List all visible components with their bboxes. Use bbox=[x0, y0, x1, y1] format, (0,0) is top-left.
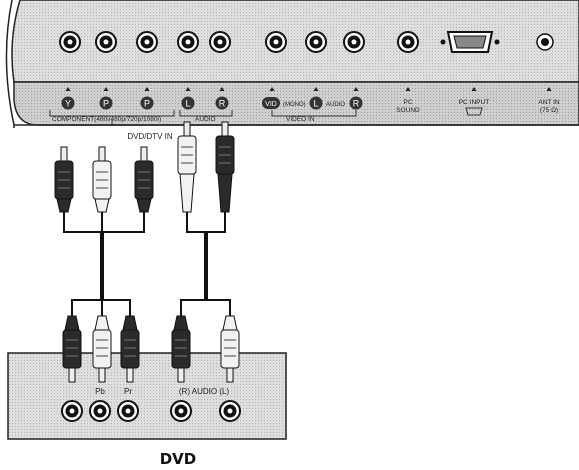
video-audio-label: AUDIO bbox=[326, 102, 345, 108]
plug-pr-bottom bbox=[120, 315, 140, 383]
plug-pb-bottom bbox=[92, 315, 112, 383]
jack-audio-r[interactable] bbox=[209, 31, 231, 53]
badge-y: Y bbox=[65, 99, 71, 109]
tv-back-panel bbox=[5, 0, 579, 128]
dvd-jack-audio-l[interactable] bbox=[219, 400, 241, 422]
jack-y[interactable] bbox=[59, 31, 81, 53]
badge-video-l: L bbox=[313, 99, 318, 109]
plug-pb-top bbox=[92, 146, 112, 213]
dvd-ports: Pb Pr (R) AUDIO (L) bbox=[61, 387, 241, 422]
jack-video-audio-l[interactable] bbox=[305, 31, 327, 53]
pc-sound-label-2: SOUND bbox=[396, 107, 420, 114]
badge-audio-r: R bbox=[219, 99, 226, 109]
pc-input-label: PC INPUT bbox=[459, 99, 489, 106]
mono-label: (MONO) bbox=[283, 102, 306, 108]
component-label: COMPONENT(480i/480p/720p/1080i) bbox=[52, 116, 161, 123]
plug-pr-top bbox=[134, 146, 154, 213]
dvd-audio-label: (R) AUDIO (L) bbox=[179, 387, 230, 396]
lower-plugs bbox=[62, 315, 240, 383]
dvd-jack-y[interactable] bbox=[61, 400, 83, 422]
dvd-pb-label: Pb bbox=[95, 387, 105, 396]
plug-audio-r-top bbox=[215, 121, 235, 213]
jack-pr[interactable] bbox=[136, 31, 158, 53]
pc-input-port[interactable] bbox=[440, 31, 500, 53]
jack-video[interactable] bbox=[265, 31, 287, 53]
port-badges: Y P P L R VID (MONO) L AUDIO R bbox=[61, 96, 363, 110]
dvd-jack-pr[interactable] bbox=[117, 400, 139, 422]
plug-audio-r-bottom bbox=[171, 315, 191, 383]
ant-in-label-2: (75 Ω) bbox=[540, 107, 558, 114]
dvd-pr-label: Pr bbox=[124, 387, 132, 396]
tv-jack-row bbox=[59, 31, 554, 53]
jack-pc-sound[interactable] bbox=[397, 31, 419, 53]
dvd-back-panel bbox=[7, 352, 287, 440]
jack-audio-l[interactable] bbox=[177, 31, 199, 53]
device-label: DVD bbox=[160, 450, 197, 468]
jack-pb[interactable] bbox=[95, 31, 117, 53]
badge-audio-l: L bbox=[185, 99, 190, 109]
plug-audio-l-bottom bbox=[220, 315, 240, 383]
component-cable bbox=[63, 210, 145, 318]
badge-video: VID bbox=[265, 101, 277, 108]
plug-y-bottom bbox=[62, 315, 82, 383]
upper-plugs bbox=[54, 121, 235, 213]
badge-pr: P bbox=[144, 99, 150, 109]
audio-cable bbox=[180, 210, 231, 318]
panel-labels: COMPONENT(480i/480p/720p/1080i) AUDIO DV… bbox=[49, 99, 560, 141]
antenna-port[interactable] bbox=[536, 33, 554, 51]
jack-video-audio-r[interactable] bbox=[343, 31, 365, 53]
badge-pb: P bbox=[103, 99, 109, 109]
pc-sound-label-1: PC bbox=[403, 99, 412, 106]
audio-label: AUDIO bbox=[195, 116, 216, 123]
dvd-jack-audio-r[interactable] bbox=[170, 400, 192, 422]
video-in-label: VIDEO IN bbox=[286, 116, 315, 123]
plug-y-top bbox=[54, 146, 74, 213]
plug-audio-l-top bbox=[177, 121, 197, 213]
dvd-dtv-label: DVD/DTV IN bbox=[127, 132, 173, 141]
dvd-jack-pb[interactable] bbox=[89, 400, 111, 422]
badge-video-r: R bbox=[353, 99, 360, 109]
ant-in-label-1: ANT IN bbox=[538, 99, 559, 106]
